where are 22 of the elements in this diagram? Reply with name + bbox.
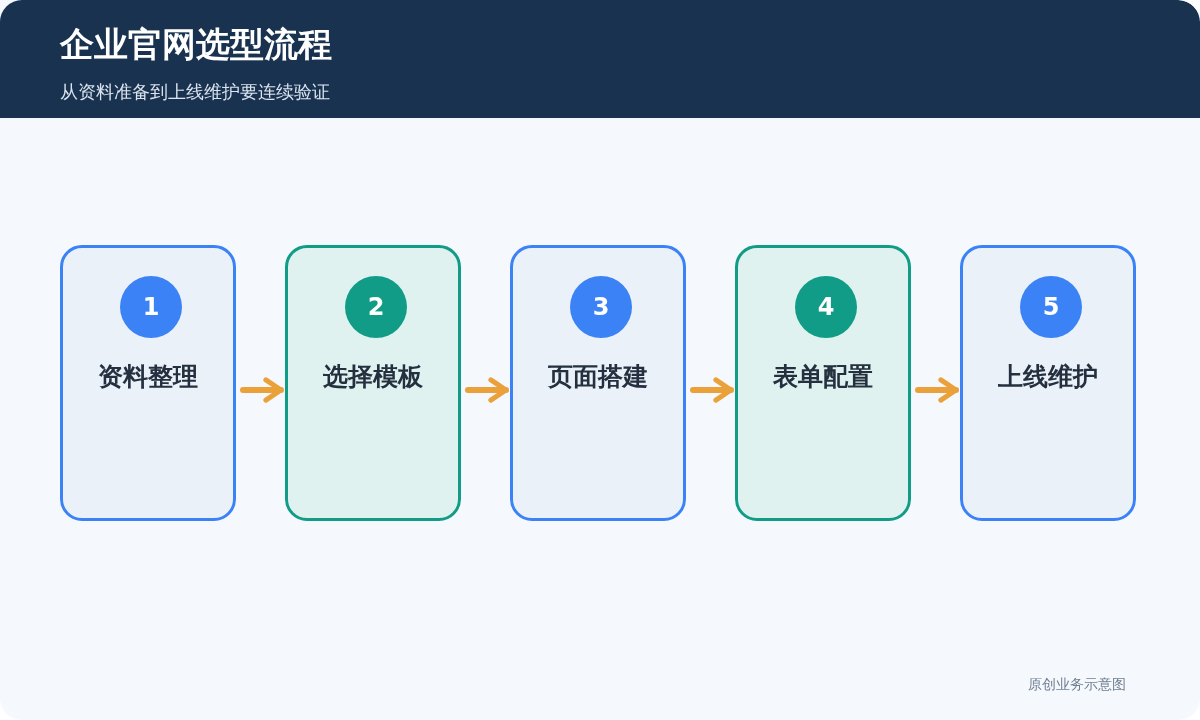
step-label: 页面搭建 xyxy=(547,361,649,393)
step-label: 选择模板 xyxy=(322,361,424,393)
step-number: 4 xyxy=(795,276,857,338)
step-card xyxy=(60,245,236,521)
title: 企业官网选型流程 xyxy=(60,23,332,66)
step-card xyxy=(285,245,461,521)
arrow xyxy=(465,377,509,403)
arrow xyxy=(240,377,284,403)
step-label: 上线维护 xyxy=(997,361,1099,393)
step-number: 3 xyxy=(570,276,632,338)
step-label: 表单配置 xyxy=(772,361,874,393)
step-number: 1 xyxy=(120,276,182,338)
step-card xyxy=(510,245,686,521)
step-number: 2 xyxy=(345,276,407,338)
arrow xyxy=(915,377,959,403)
arrow xyxy=(690,377,734,403)
step-card xyxy=(735,245,911,521)
step-number: 5 xyxy=(1020,276,1082,338)
footnote: 原创业务示意图 xyxy=(1028,676,1126,694)
subtitle: 从资料准备到上线维护要连续验证 xyxy=(60,80,330,104)
step-label: 资料整理 xyxy=(97,361,199,393)
step-card xyxy=(960,245,1136,521)
